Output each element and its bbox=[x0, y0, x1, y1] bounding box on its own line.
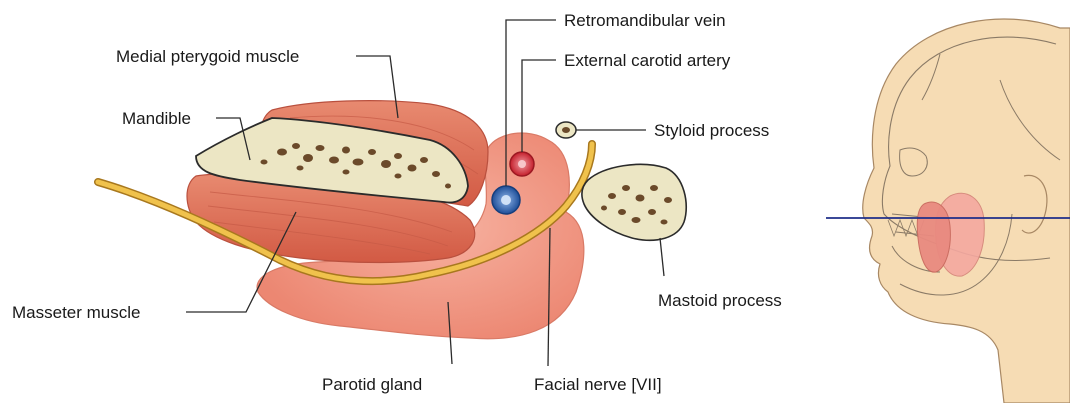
label-external-carotid: External carotid artery bbox=[564, 51, 731, 70]
leader-mastoid bbox=[660, 238, 664, 276]
label-mandible: Mandible bbox=[122, 109, 191, 128]
label-styloid: Styloid process bbox=[654, 121, 769, 140]
label-facial-nerve: Facial nerve [VII] bbox=[534, 375, 662, 394]
label-parotid: Parotid gland bbox=[322, 375, 422, 394]
label-medial-pterygoid: Medial pterygoid muscle bbox=[116, 47, 299, 66]
label-masseter: Masseter muscle bbox=[12, 303, 140, 322]
label-retromandibular-vein: Retromandibular vein bbox=[564, 11, 726, 30]
label-mastoid: Mastoid process bbox=[658, 291, 782, 310]
mastoid-process-shape bbox=[582, 164, 686, 240]
head-profile-inset bbox=[826, 19, 1070, 403]
